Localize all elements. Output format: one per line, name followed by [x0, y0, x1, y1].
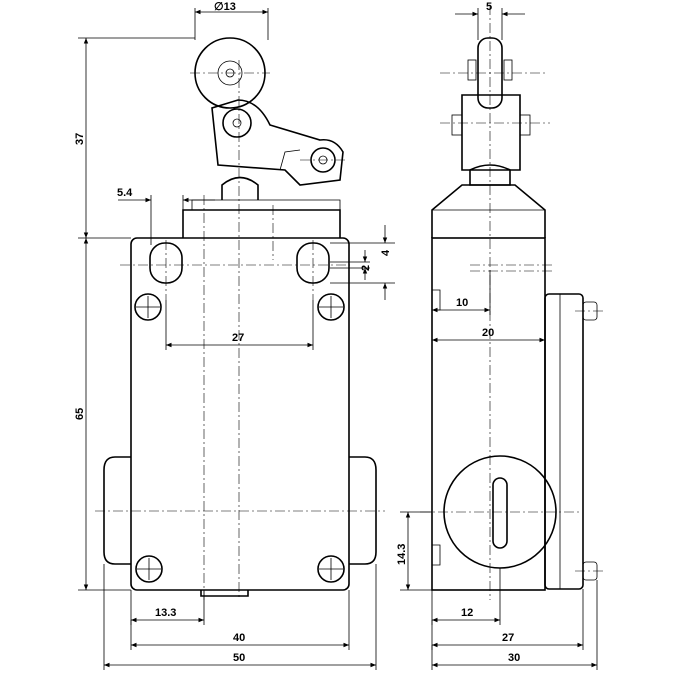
dim-conduit-height: 14.3	[396, 544, 408, 565]
dim-side-depth-20: 20	[482, 327, 494, 339]
knob-slot	[492, 477, 508, 549]
dim-total-width: 50	[233, 652, 245, 664]
dim-roller-width: 5	[486, 1, 492, 13]
front-head	[182, 209, 341, 238]
screw-bottom-left	[135, 555, 163, 583]
dim-side-30: 30	[508, 652, 520, 664]
plunger	[221, 176, 259, 200]
dim-side-depth-10: 10	[456, 297, 468, 309]
cover-plate	[544, 293, 584, 590]
screw-bottom-right	[317, 555, 345, 583]
lever-side	[461, 94, 521, 171]
dim-slot-width: 2	[360, 265, 372, 271]
side-view	[420, 5, 605, 600]
dim-bottom-40: 40	[233, 632, 245, 644]
dim-slot-pitch: 27	[232, 332, 244, 344]
dim-slot-height: 4	[380, 249, 392, 256]
dim-side-12: 12	[461, 607, 473, 619]
front-housing	[130, 237, 350, 591]
screw-top-left	[134, 293, 162, 321]
front-view	[95, 37, 385, 600]
dim-roller-diameter: ∅13	[214, 1, 236, 13]
dimensions-front: ∅13 37 65 5.4 27 4 2 13.3 40	[74, 1, 395, 670]
dim-mount-offset: 5.4	[117, 187, 133, 199]
dim-body-height: 65	[74, 408, 86, 420]
side-housing	[431, 237, 546, 591]
side-head	[431, 184, 546, 238]
conduit-boss-left	[103, 456, 131, 565]
dim-bottom-13-3: 13.3	[155, 607, 176, 619]
dimensions-side: 5 10 20 14.3 12 27 30	[396, 1, 598, 670]
dim-side-27: 27	[502, 632, 514, 644]
screw-top-right	[317, 293, 345, 321]
conduit-boss-right	[349, 456, 377, 565]
dim-actuator-height: 37	[74, 133, 86, 145]
